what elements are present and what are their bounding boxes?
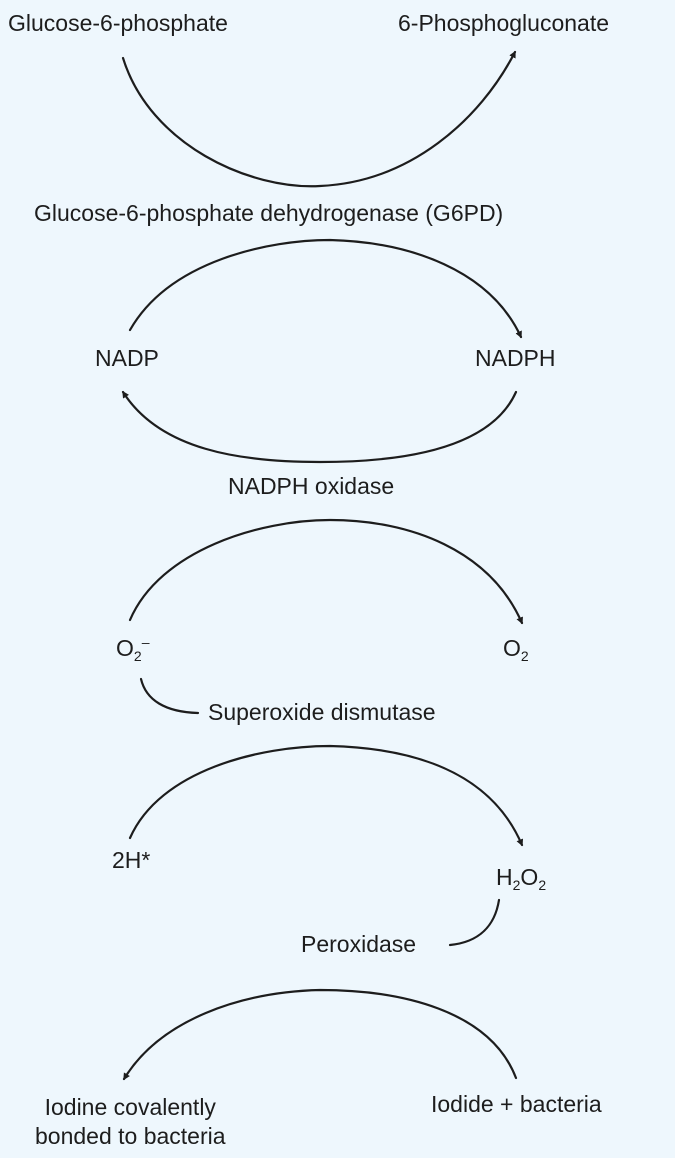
arrow-superoxide-to-oxygen [128,518,524,625]
label-iodine-line-2: bonded to bacteria [35,1123,226,1149]
arrow-iodide-to-iodine [122,988,518,1081]
label-iodide-bacteria: Iodide + bacteria [431,1091,602,1117]
label-superoxide-dismutase: Superoxide dismutase [208,699,436,725]
label-hydrogen-peroxide: H2O2 [496,864,547,893]
label-oxygen: O2 [503,635,529,664]
superoxide-dismutase-hook [139,677,200,715]
label-nadp: NADP [95,345,159,371]
arrow-nadp-to-nadph [128,238,523,339]
label-g6pd: Glucose-6-phosphate dehydrogenase (G6PD) [34,200,504,226]
label-superoxide: O2– [116,634,150,664]
label-2h-plus: 2H* [112,847,151,873]
label-peroxidase: Peroxidase [301,931,417,957]
label-iodine-bonded: Iodine covalently bonded to bacteria [35,1093,226,1151]
arrow-nadph-to-nadp [121,390,518,464]
arrow-g6p-to-6pg [121,50,517,188]
peroxidase-hook [448,898,501,947]
label-nadph-oxidase: NADPH oxidase [228,473,395,499]
arrow-2h-to-h2o2 [128,744,524,847]
label-nadph: NADPH [475,345,556,371]
label-glucose-6-phosphate: Glucose-6-phosphate [8,10,228,36]
label-iodine-line-1: Iodine covalently [44,1094,216,1120]
label-6-phosphogluconate: 6-Phosphogluconate [398,10,609,36]
